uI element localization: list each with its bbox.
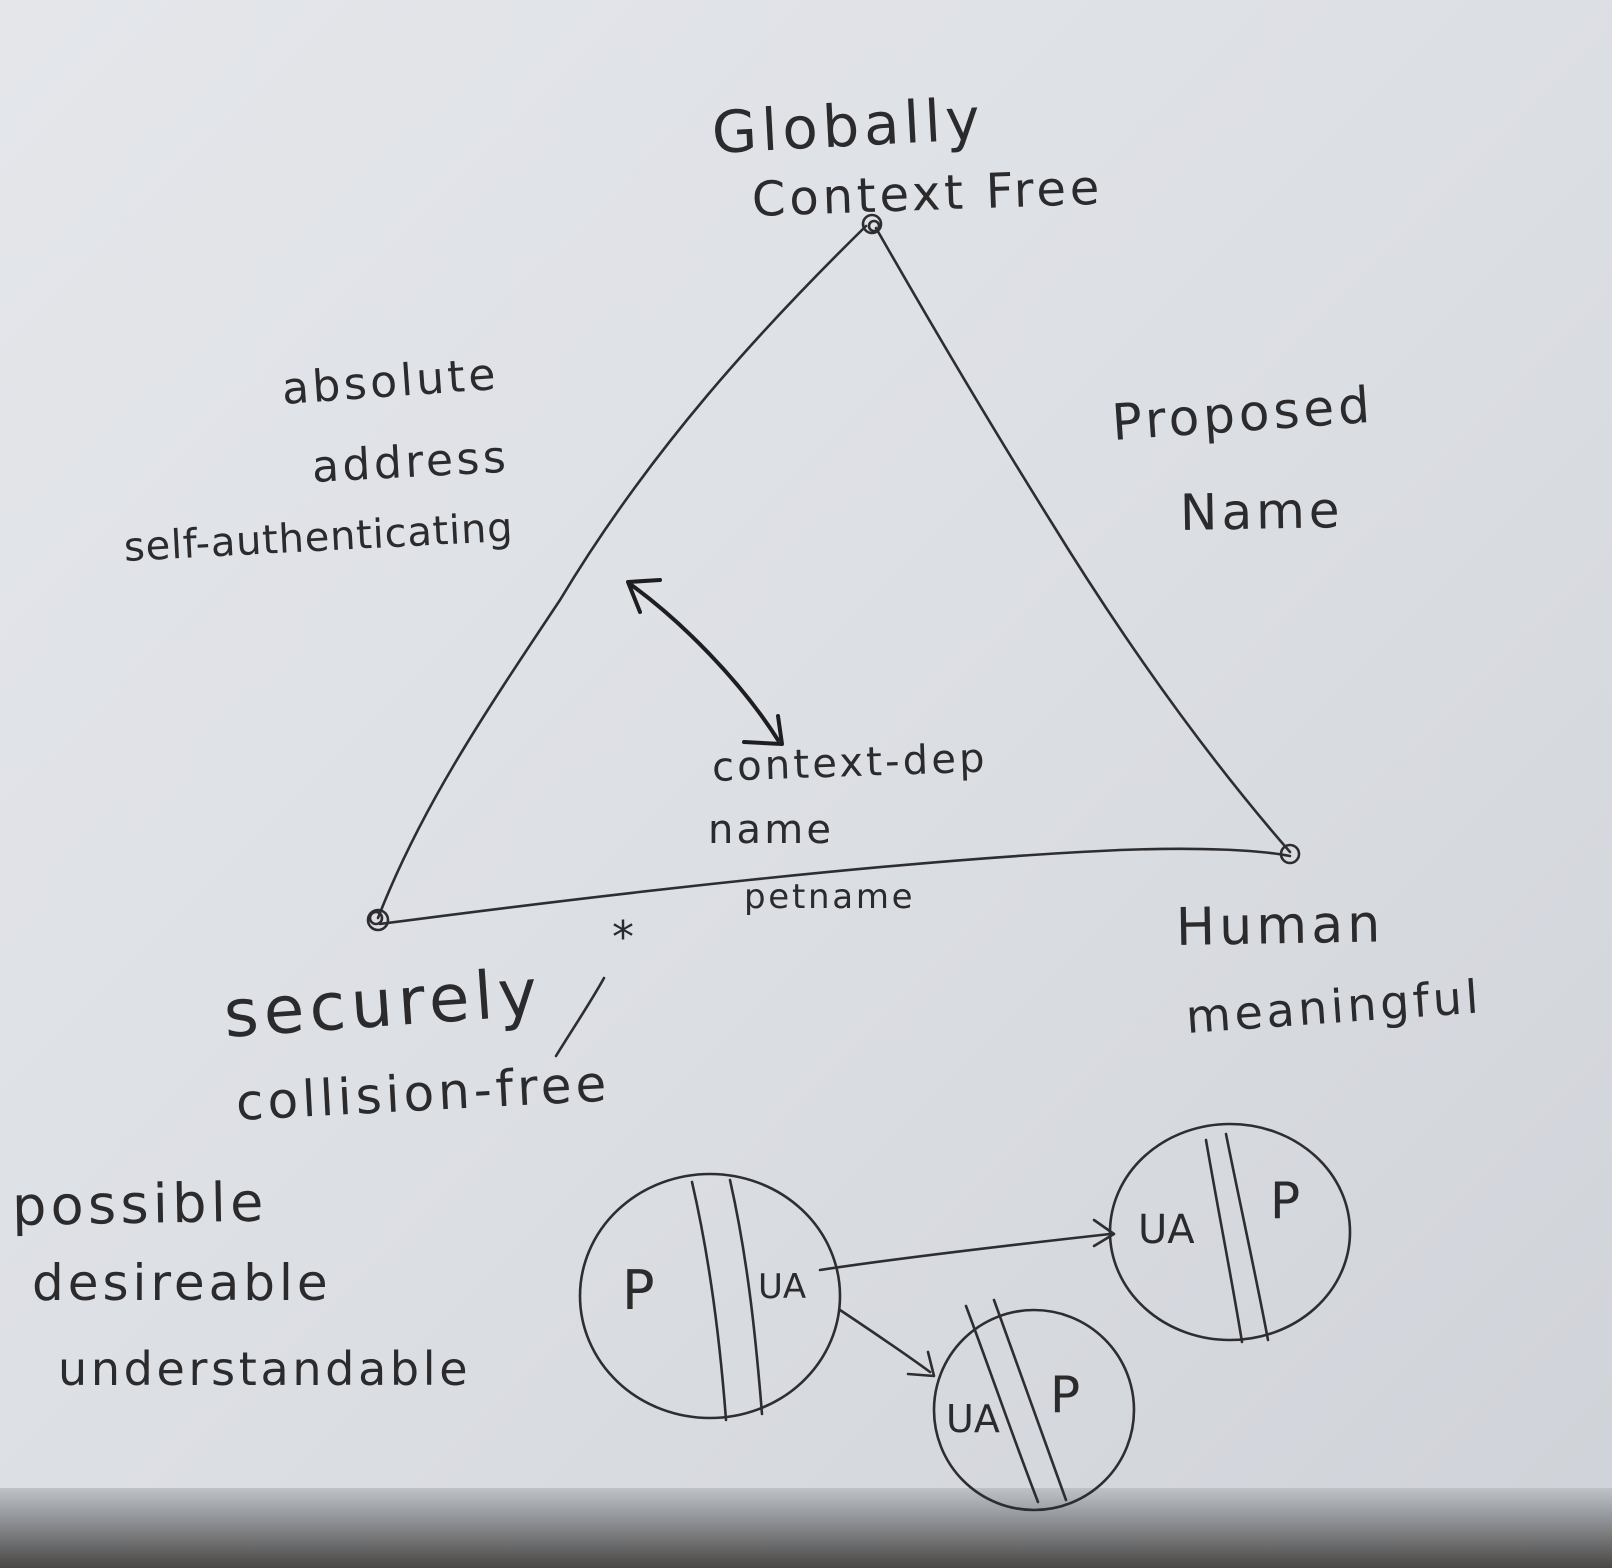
top-label-line2: Context Free	[751, 159, 1105, 228]
star-mark: *	[612, 912, 638, 963]
triangle-bottom-edge	[378, 847, 1292, 926]
center-label-line1: context-dep	[711, 735, 989, 791]
center-label-line3: petname	[744, 877, 916, 917]
note-line2: desireable	[32, 1254, 332, 1312]
securely-pointer-stroke	[554, 976, 606, 1058]
arrow-to-right-circle	[818, 1218, 1116, 1272]
circle-bottom-ua: UA	[946, 1397, 1000, 1441]
triangle-left-edge	[376, 224, 868, 920]
right-label-line2: Name	[1179, 481, 1344, 542]
circle-left	[578, 1172, 842, 1422]
double-headed-arrow	[626, 578, 784, 746]
vertex-left-marker	[366, 908, 390, 932]
left-label-line2: address	[310, 431, 511, 493]
bottom-right-line1: Human	[1175, 894, 1385, 958]
top-label-line1: Globally	[710, 84, 986, 167]
center-label-line2: name	[708, 807, 835, 853]
circle-left-ua: UA	[758, 1267, 807, 1307]
triangle-right-edge	[874, 226, 1292, 854]
circle-right-ua: UA	[1138, 1207, 1195, 1253]
note-line1: possible	[11, 1170, 269, 1238]
circle-right-p: P	[1270, 1172, 1305, 1230]
note-line3: understandable	[58, 1342, 472, 1396]
arrow-to-bottom-circle	[838, 1308, 936, 1378]
marker-tray	[0, 1488, 1612, 1568]
vertex-right-marker	[1279, 843, 1301, 865]
vertex-top-marker	[861, 213, 883, 235]
circle-bottom	[932, 1298, 1136, 1512]
circle-left-p: P	[622, 1259, 659, 1322]
circle-bottom-p: P	[1050, 1366, 1085, 1424]
